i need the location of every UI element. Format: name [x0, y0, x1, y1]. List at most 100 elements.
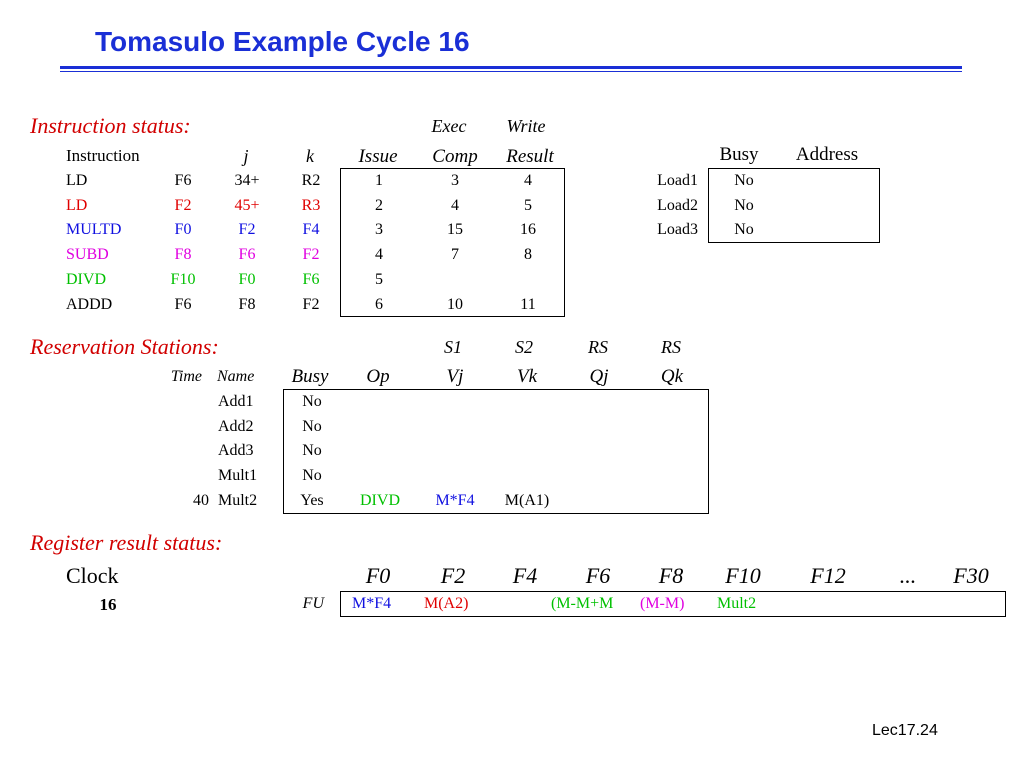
qk-header: Qk: [660, 366, 684, 387]
rs-time: 40: [193, 491, 209, 509]
register-header-F4: F4: [512, 563, 538, 588]
register-fu-value: M(A2): [424, 595, 469, 612]
vk-header: Vk: [516, 366, 538, 387]
instr-dest: F10: [170, 270, 196, 288]
instr-op: SUBD: [66, 246, 109, 264]
instr-result: 16: [520, 221, 536, 239]
rs-vk: M(A1): [504, 491, 550, 509]
register-header-: ...: [899, 563, 917, 588]
register-fu-value: (M-M+M: [551, 595, 614, 612]
register-header-F0: F0: [365, 563, 391, 588]
issue-header: Issue: [358, 146, 398, 167]
instr-k: F6: [302, 270, 320, 288]
instr-issue: 4: [375, 246, 383, 264]
instr-j: F8: [238, 295, 256, 313]
instr-dest: F0: [174, 221, 192, 239]
title-underline: [60, 66, 962, 69]
clock-value: 16: [99, 595, 117, 614]
instr-issue: 2: [375, 196, 383, 214]
instr-j: 34+: [234, 172, 260, 189]
rs-busy: No: [302, 467, 322, 485]
load-buffer-busy: No: [734, 196, 754, 214]
register-header-F6: F6: [585, 563, 611, 588]
register-header-F8: F8: [658, 563, 684, 588]
rs-op: DIVD: [360, 491, 400, 509]
instr-comp: 4: [451, 196, 459, 214]
instr-dest: F8: [174, 246, 192, 264]
instr-k: F4: [302, 221, 320, 239]
clock-label: Clock: [66, 563, 119, 588]
instr-result: 4: [524, 172, 532, 189]
rs-name: Add3: [218, 442, 254, 460]
load-buffer-busy: No: [734, 172, 754, 189]
instr-comp: 3: [451, 172, 459, 189]
instr-issue: 3: [375, 221, 383, 239]
instr-dest: F2: [174, 196, 192, 214]
instruction-status-label: Instruction status:: [30, 113, 191, 138]
comp-header: Comp: [432, 146, 478, 167]
slide-title: Tomasulo Example Cycle 16: [95, 26, 470, 57]
rs-name: Add2: [218, 417, 254, 435]
instr-op: DIVD: [66, 270, 106, 288]
fu-label: FU: [302, 595, 324, 612]
instr-result: 11: [520, 295, 536, 313]
instr-dest: F6: [174, 172, 192, 189]
op-header: Op: [366, 366, 390, 387]
j-header: j: [243, 146, 249, 166]
instr-issue: 5: [375, 270, 383, 288]
load-address-header: Address: [795, 144, 859, 165]
rs-busy: Yes: [300, 491, 324, 509]
register-status-label: Register result status:: [30, 530, 223, 555]
slide-number: Lec17.24: [872, 722, 938, 739]
instruction-header: Instruction: [66, 146, 140, 165]
register-header-F2: F2: [440, 563, 466, 588]
load-buffer-busy: No: [734, 221, 754, 239]
reservation-station-table-box: [283, 389, 709, 514]
rs-busy: No: [302, 417, 322, 435]
instr-j: F6: [238, 246, 256, 264]
instr-op: LD: [66, 172, 88, 189]
qj-header: Qj: [589, 366, 609, 387]
register-fu-value: M*F4: [352, 595, 392, 612]
instr-dest: F6: [174, 295, 192, 313]
load-busy-header: Busy: [719, 144, 759, 165]
instr-comp: 7: [451, 246, 459, 264]
vj-header: Vj: [446, 366, 464, 387]
name-header: Name: [217, 368, 255, 385]
instr-issue: 6: [375, 295, 383, 313]
instr-j: F0: [238, 270, 256, 288]
instr-op: ADDD: [66, 295, 113, 313]
load-buffer-name: Load3: [657, 221, 698, 239]
rs-name: Mult2: [218, 491, 258, 509]
instr-j: F2: [238, 221, 256, 239]
instr-k: F2: [302, 246, 320, 264]
s2-header: S2: [515, 337, 533, 357]
instr-op: LD: [66, 196, 88, 214]
register-fu-value: (M-M): [640, 595, 685, 612]
rs-busy: No: [302, 393, 322, 410]
rs-busy: No: [302, 442, 322, 460]
instr-k: R3: [301, 196, 321, 214]
load-buffer-name: Load1: [657, 172, 698, 189]
register-header-F10: F10: [725, 563, 761, 588]
title-underline-thin: [60, 71, 962, 72]
k-header: k: [306, 146, 314, 166]
exec-header: Exec: [431, 116, 467, 136]
rs-vj: M*F4: [435, 491, 475, 509]
instr-op: MULTD: [66, 221, 122, 239]
instr-result: 8: [524, 246, 532, 264]
s1-header: S1: [444, 337, 462, 357]
rs-name: Mult1: [218, 467, 258, 485]
reservation-stations-label: Reservation Stations:: [30, 334, 219, 359]
rs1-header: RS: [588, 337, 608, 357]
instr-k: R2: [301, 172, 321, 189]
result-header: Result: [506, 146, 554, 167]
instr-k: F2: [302, 295, 320, 313]
instr-comp: 15: [447, 221, 463, 239]
instr-j: 45+: [234, 196, 260, 214]
time-header: Time: [170, 368, 202, 385]
load-buffer-name: Load2: [657, 196, 698, 214]
register-fu-value: Mult2: [717, 595, 757, 612]
register-header-F12: F12: [810, 563, 846, 588]
load-buffer-table-box: [708, 168, 880, 243]
